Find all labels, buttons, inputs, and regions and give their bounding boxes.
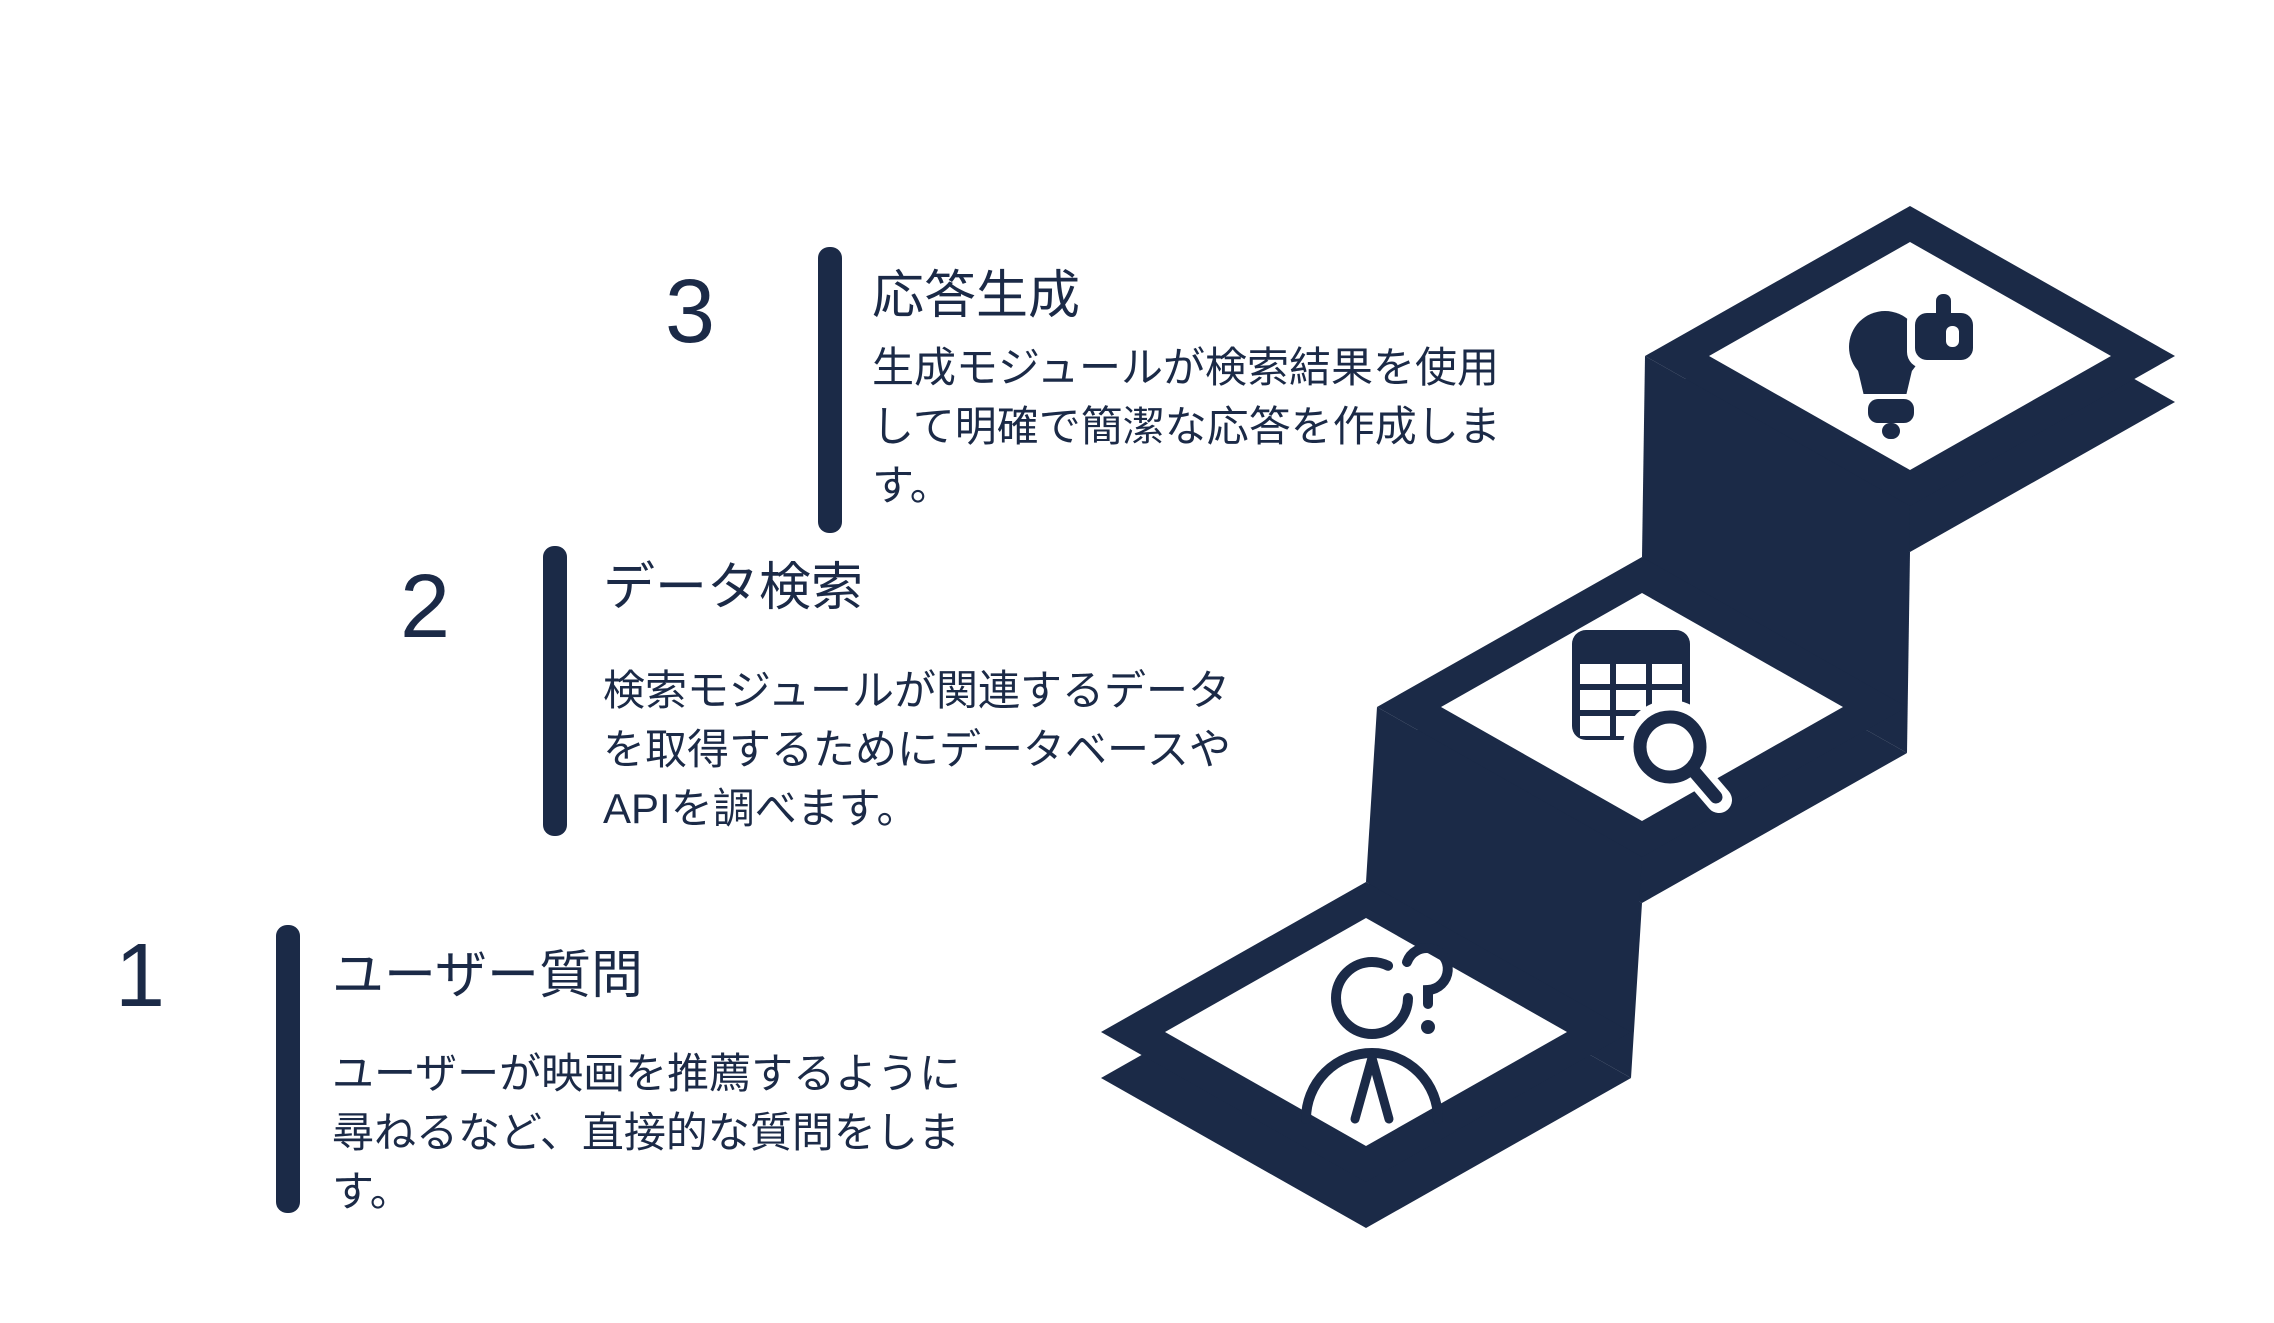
table-search-icon	[1572, 630, 1732, 813]
step-1-description: ユーザーが映画を推薦するように 尋ねるなど、直接的な質問をしま す。	[332, 1050, 962, 1215]
step-3-number: 3	[664, 262, 715, 362]
person-question-icon	[1301, 943, 1453, 1124]
lightbulb-thumbs-up-icon	[1849, 287, 1982, 439]
step-3-accent-bar	[818, 247, 842, 533]
step-2-description: 検索モジュールが関連するデータ を取得するためにデータベースや APIを調べます…	[603, 667, 1231, 832]
step-2-title: データ検索	[603, 559, 864, 617]
step-1-title: ユーザー質問	[332, 947, 643, 1005]
step-3-description: 生成モジュールが検索結果を使用 して明確で簡潔な応答を作成しま す。	[872, 344, 1501, 509]
step-2-accent-bar	[543, 546, 567, 836]
step-1-number: 1	[114, 926, 165, 1026]
step-1-accent-bar	[276, 925, 300, 1213]
step-2-number: 2	[399, 557, 450, 657]
step-3-title: 応答生成	[872, 267, 1081, 325]
